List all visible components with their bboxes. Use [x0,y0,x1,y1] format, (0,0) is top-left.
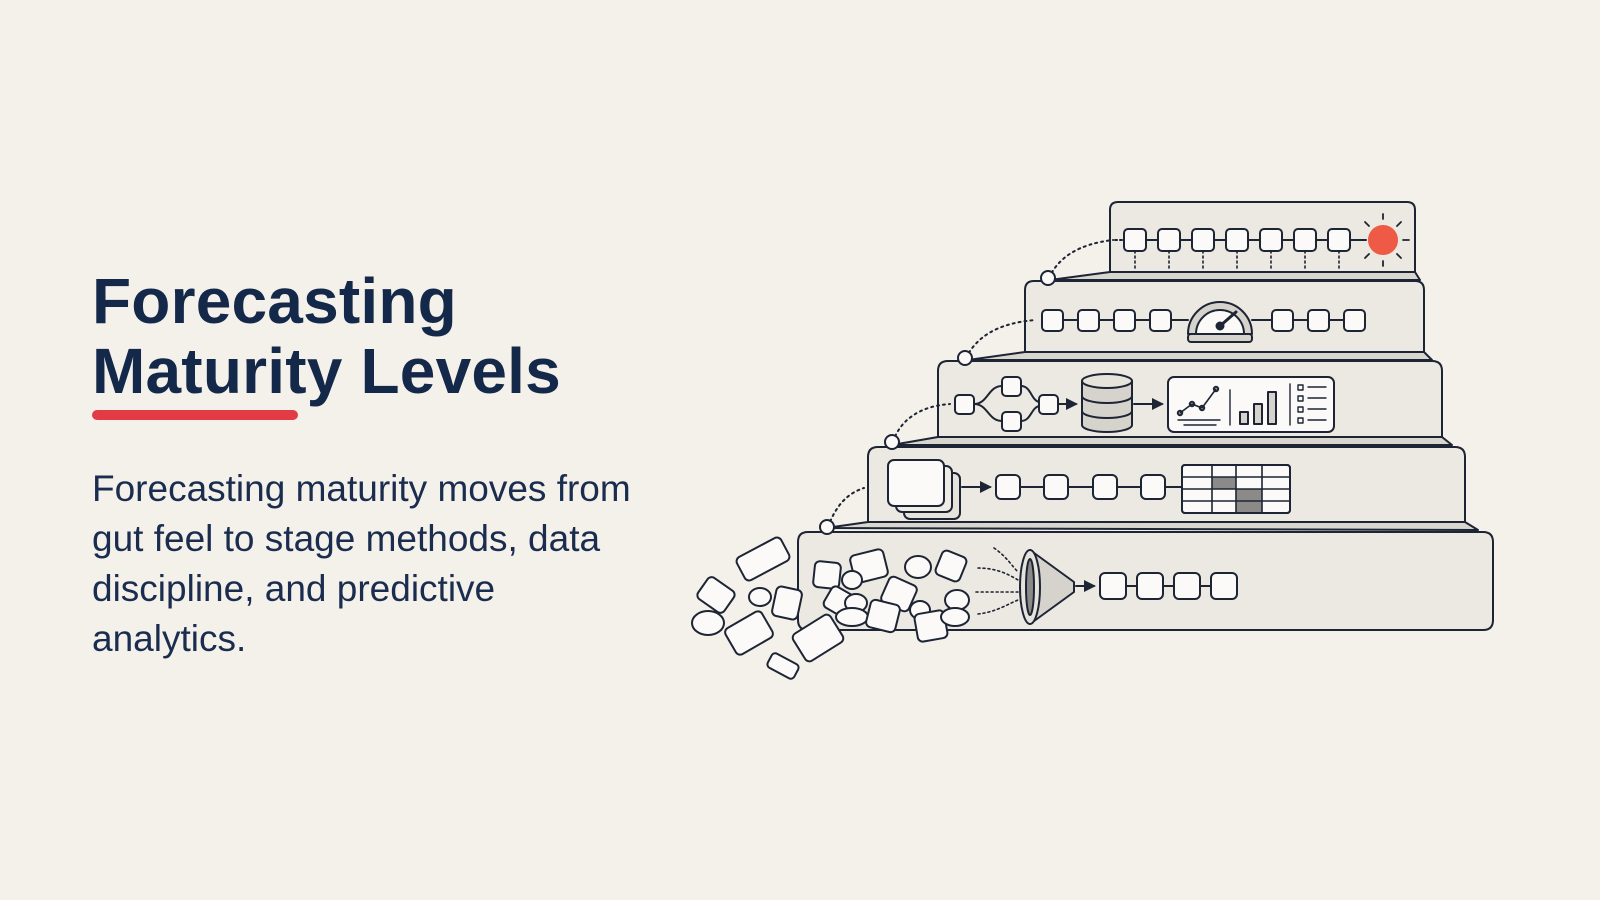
funnel-icon [975,547,1096,625]
database-icon [1081,373,1164,433]
sun-icon [1364,213,1410,267]
maturity-staircase-illustration [690,195,1520,695]
level-2-step [825,446,1479,531]
title-line-1: Forecasting [92,265,457,337]
slide-title: Forecasting Maturity Levels [92,266,652,406]
level-1-step [797,531,1494,631]
title-line-2: Maturity Levels [92,335,561,407]
slide-subtitle: Forecasting maturity moves from gut feel… [92,468,631,659]
node-chain-level-4 [1041,309,1366,332]
connector-nodes [819,270,1056,535]
level-5-step [1049,201,1421,281]
node-chain-level-1 [1099,572,1238,600]
scattered-blocks-icon [691,536,970,680]
node-chain-level-5 [1114,228,1367,271]
title-underline [92,410,298,420]
staircase-svg [691,201,1494,680]
flow-branch-icon [954,376,1078,432]
title-block: Forecasting Maturity Levels Forecasting … [92,266,652,664]
dashboard-icon [1167,376,1335,433]
grid-table-icon [1181,464,1291,514]
level-3-step [891,360,1453,446]
node-chain-level-2 [995,474,1183,500]
level-4-step [967,280,1433,361]
gauge-icon [1187,301,1253,343]
stacked-cards-icon [887,459,992,520]
